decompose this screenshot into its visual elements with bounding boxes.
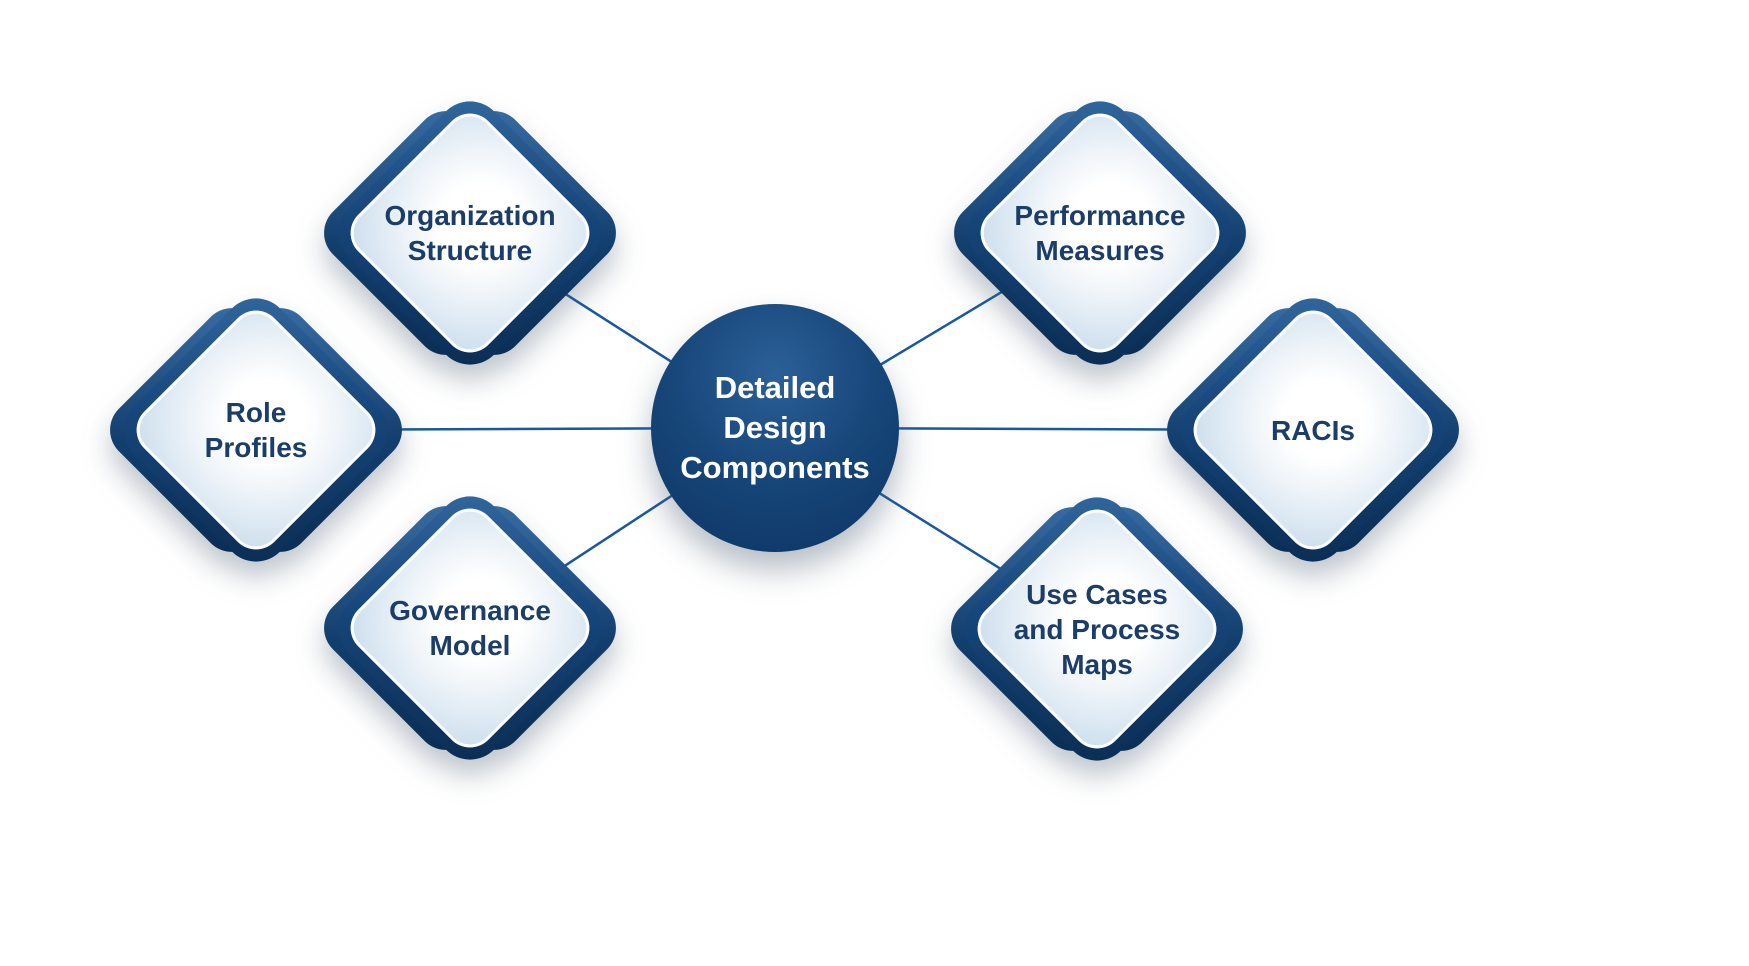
hub-detailed-design-components: Detailed Design Components bbox=[651, 304, 899, 552]
node-role-profiles: Role Profiles bbox=[97, 280, 415, 580]
node-label-use-cases-process-maps: Use Cases and Process Maps bbox=[1013, 578, 1181, 680]
hub-label: Detailed Design Components bbox=[680, 370, 870, 485]
node-label-role-profiles: Role Profiles bbox=[204, 397, 308, 463]
node-label-governance-model: Governance Model bbox=[389, 595, 551, 661]
node-use-cases-process-maps: Use Cases and Process Maps bbox=[938, 479, 1256, 779]
node-governance-model: Governance Model bbox=[311, 478, 629, 778]
node-performance-measures: Performance Measures bbox=[941, 83, 1259, 383]
node-label-performance-measures: Performance Measures bbox=[1014, 200, 1186, 266]
node-organization-structure: Organization Structure bbox=[311, 83, 629, 383]
node-label-racis: RACIs bbox=[1270, 414, 1355, 446]
node-label-organization-structure: Organization Structure bbox=[384, 200, 556, 266]
node-racis: RACIs bbox=[1154, 280, 1472, 580]
